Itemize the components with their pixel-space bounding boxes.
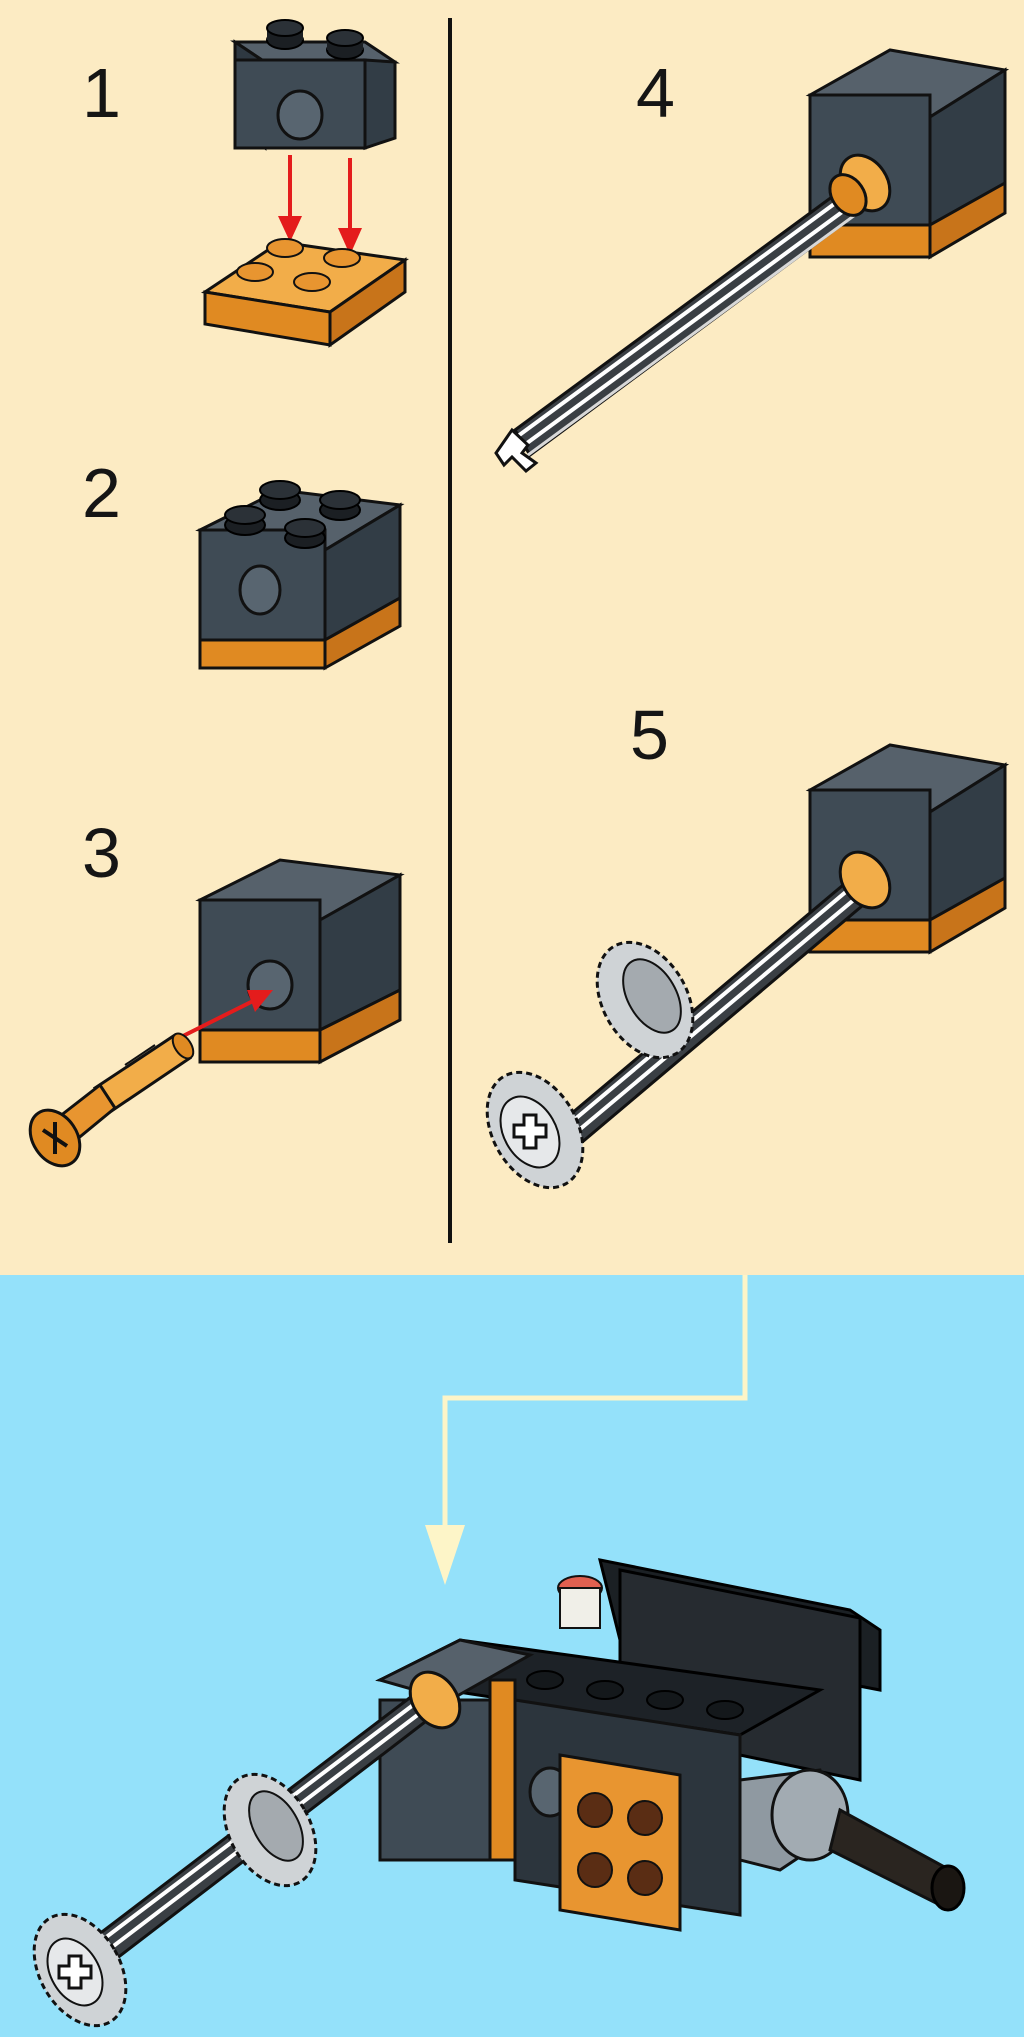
step-4-illustration — [500, 25, 1010, 475]
gray-axle — [496, 180, 875, 471]
orange-plate — [560, 1755, 680, 1930]
orange-plate — [205, 239, 405, 345]
step-number-1: 1 — [82, 58, 121, 128]
light-gray-gear — [578, 925, 713, 1074]
step-2-illustration — [190, 470, 420, 690]
gray-axle — [540, 875, 875, 1165]
step-5-illustration — [480, 720, 1010, 1220]
final-assembly-illustration — [20, 1530, 1000, 2030]
dark-gray-brick — [235, 20, 395, 148]
orange-axle-pin — [20, 1030, 197, 1175]
brick-with-plate — [200, 860, 400, 1062]
step-3-illustration — [15, 840, 425, 1200]
column-divider — [448, 18, 452, 1243]
step-number-2: 2 — [82, 458, 121, 528]
step-1-illustration — [190, 20, 420, 350]
